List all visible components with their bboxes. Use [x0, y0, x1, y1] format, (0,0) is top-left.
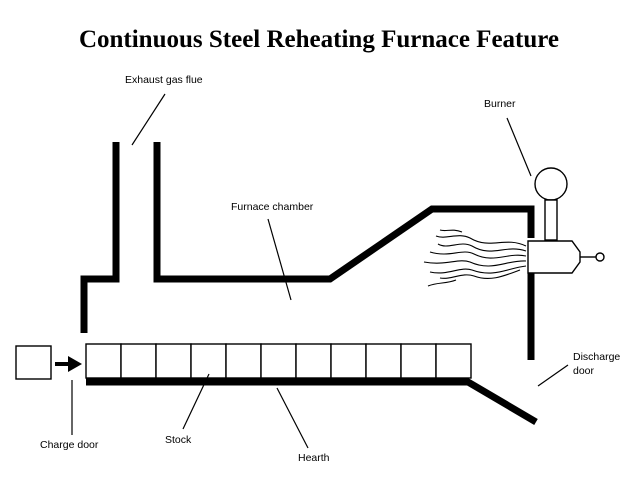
burner-ball	[534, 167, 568, 201]
flue-left-wall	[80, 142, 120, 333]
charge-arrow-head	[68, 356, 82, 372]
stock-block	[435, 343, 472, 379]
stock-block	[365, 343, 402, 379]
leader-furnace-chamber	[267, 218, 292, 301]
furnace-roof	[153, 142, 535, 283]
label-charge-door: Charge door	[40, 439, 99, 451]
label-exhaust-gas-flue: Exhaust gas flue	[125, 74, 203, 86]
stock-block	[120, 343, 157, 379]
leader-burner	[506, 117, 532, 177]
label-furnace-chamber: Furnace chamber	[231, 201, 314, 213]
charge-block	[15, 345, 52, 380]
diagram-title: Continuous Steel Reheating Furnace Featu…	[78, 26, 560, 53]
stock-block	[155, 343, 192, 379]
hearth	[86, 378, 538, 426]
burner-stem	[544, 199, 558, 241]
label-hearth: Hearth	[298, 452, 330, 464]
leader-exhaust	[131, 93, 166, 146]
stock-block	[260, 343, 297, 379]
stock-row	[85, 343, 472, 379]
stock-block	[330, 343, 367, 379]
stock-block	[190, 343, 227, 379]
label-discharge-door-line2: door	[573, 365, 595, 377]
stock-block	[85, 343, 122, 379]
label-burner: Burner	[484, 98, 516, 110]
stock-block	[295, 343, 332, 379]
label-stock: Stock	[165, 434, 192, 446]
stock-block	[225, 343, 262, 379]
leader-discharge	[537, 364, 569, 387]
burner-body	[527, 240, 581, 274]
burner-knob	[595, 252, 605, 262]
burner-flame	[423, 229, 527, 287]
leader-stock	[182, 373, 210, 430]
label-discharge-door-line1: Discharge	[573, 351, 620, 363]
stock-block	[400, 343, 437, 379]
leader-hearth	[276, 387, 309, 449]
